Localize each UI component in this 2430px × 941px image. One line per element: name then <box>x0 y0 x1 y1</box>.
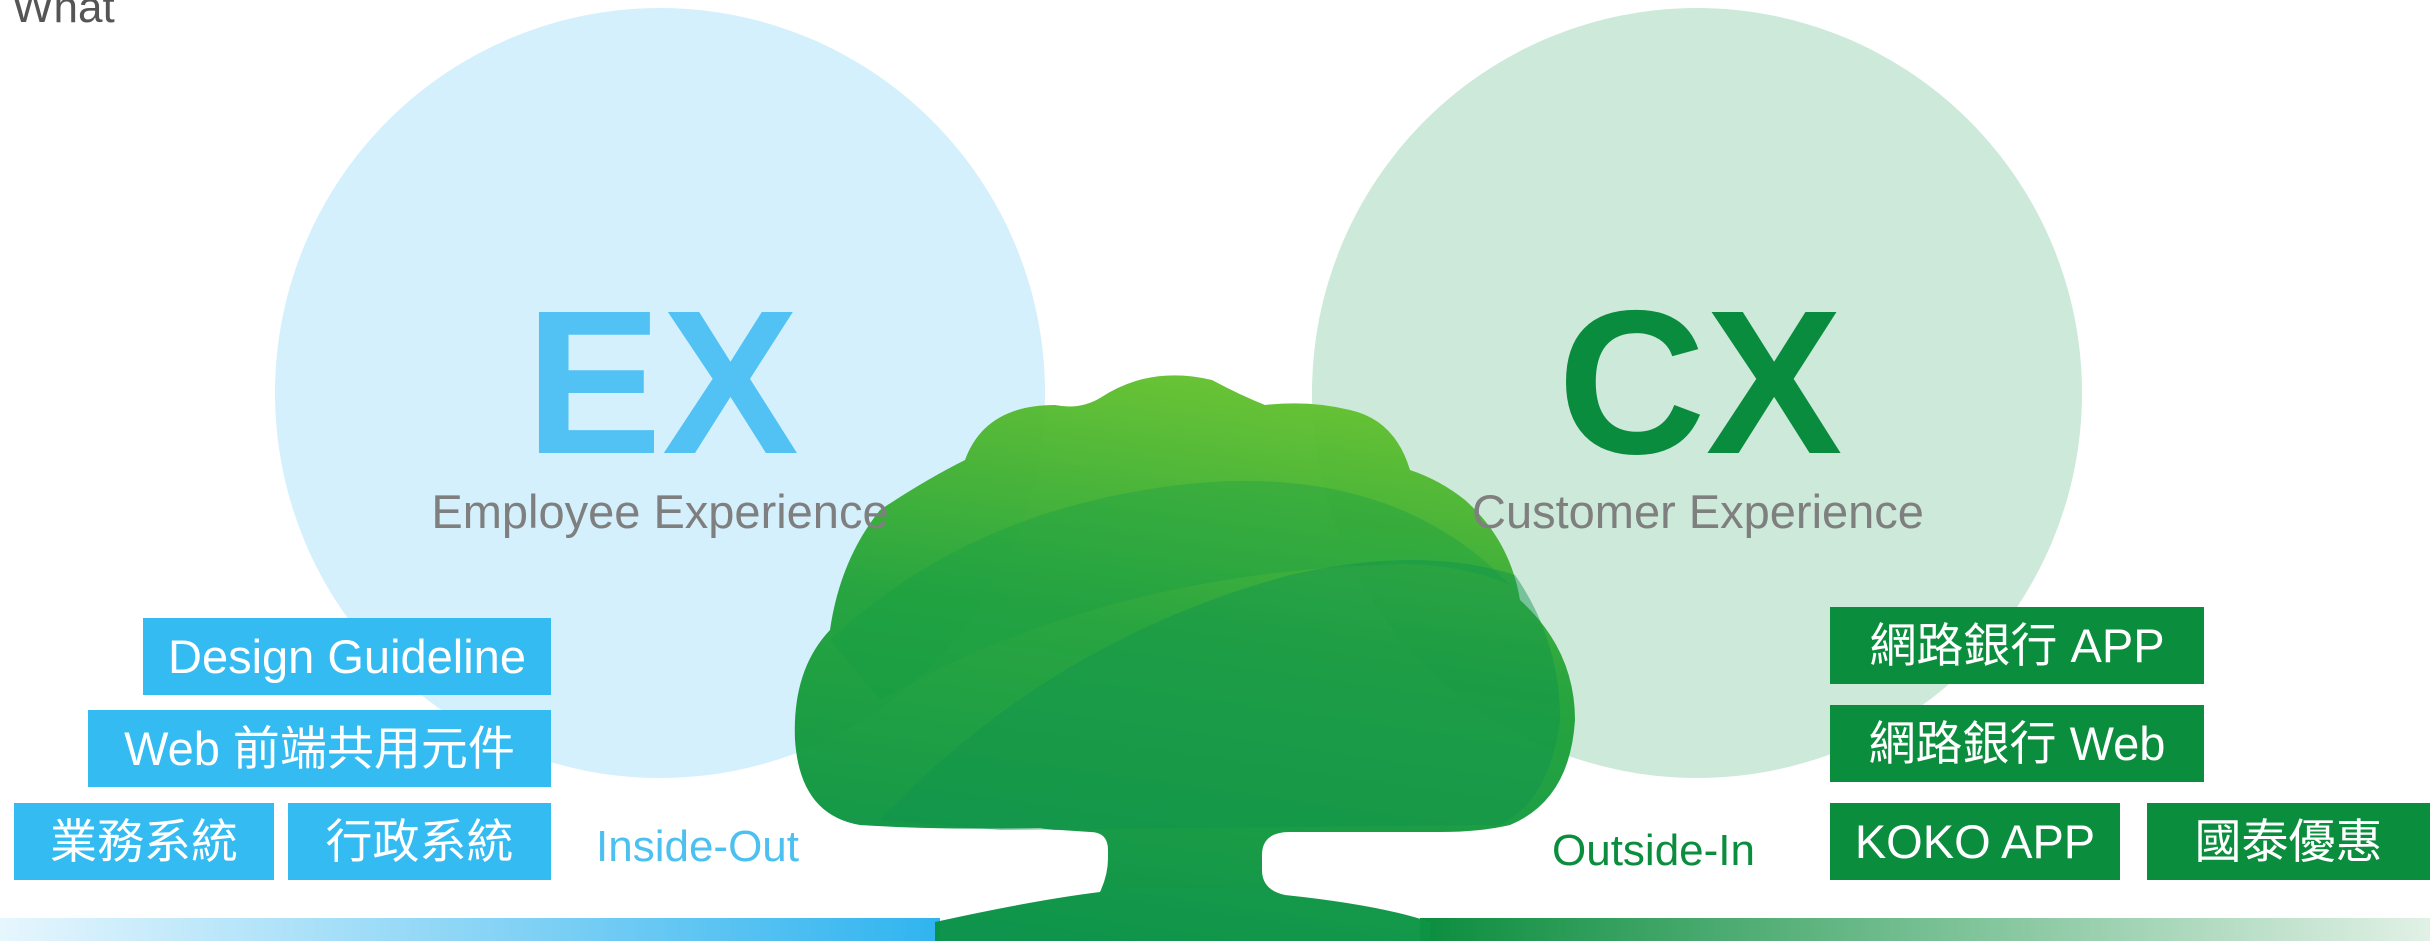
tag-admin-system: 行政系統 <box>288 803 551 880</box>
bottom-bar-green <box>1420 918 2430 941</box>
tag-web-components: Web 前端共用元件 <box>88 710 551 787</box>
outside-in-label: Outside-In <box>1552 826 1755 875</box>
bottom-bar-blue <box>0 918 940 941</box>
tag-koko-app: KOKO APP <box>1830 803 2120 880</box>
tag-cathay-offers: 國泰優惠 <box>2147 803 2430 880</box>
tag-netbank-web: 網路銀行 Web <box>1830 705 2204 782</box>
tag-business-system: 業務系統 <box>14 803 274 880</box>
cx-title: CX <box>1557 268 1843 497</box>
inside-out-label: Inside-Out <box>596 822 799 871</box>
ex-title: EX <box>525 268 799 497</box>
cx-subtitle: Customer Experience <box>1472 485 1924 538</box>
tag-netbank-app: 網路銀行 APP <box>1830 607 2204 684</box>
tag-design-guideline: Design Guideline <box>143 618 551 695</box>
ex-subtitle: Employee Experience <box>431 485 889 538</box>
corner-label: What <box>12 0 115 32</box>
tree-icon <box>794 375 1575 941</box>
